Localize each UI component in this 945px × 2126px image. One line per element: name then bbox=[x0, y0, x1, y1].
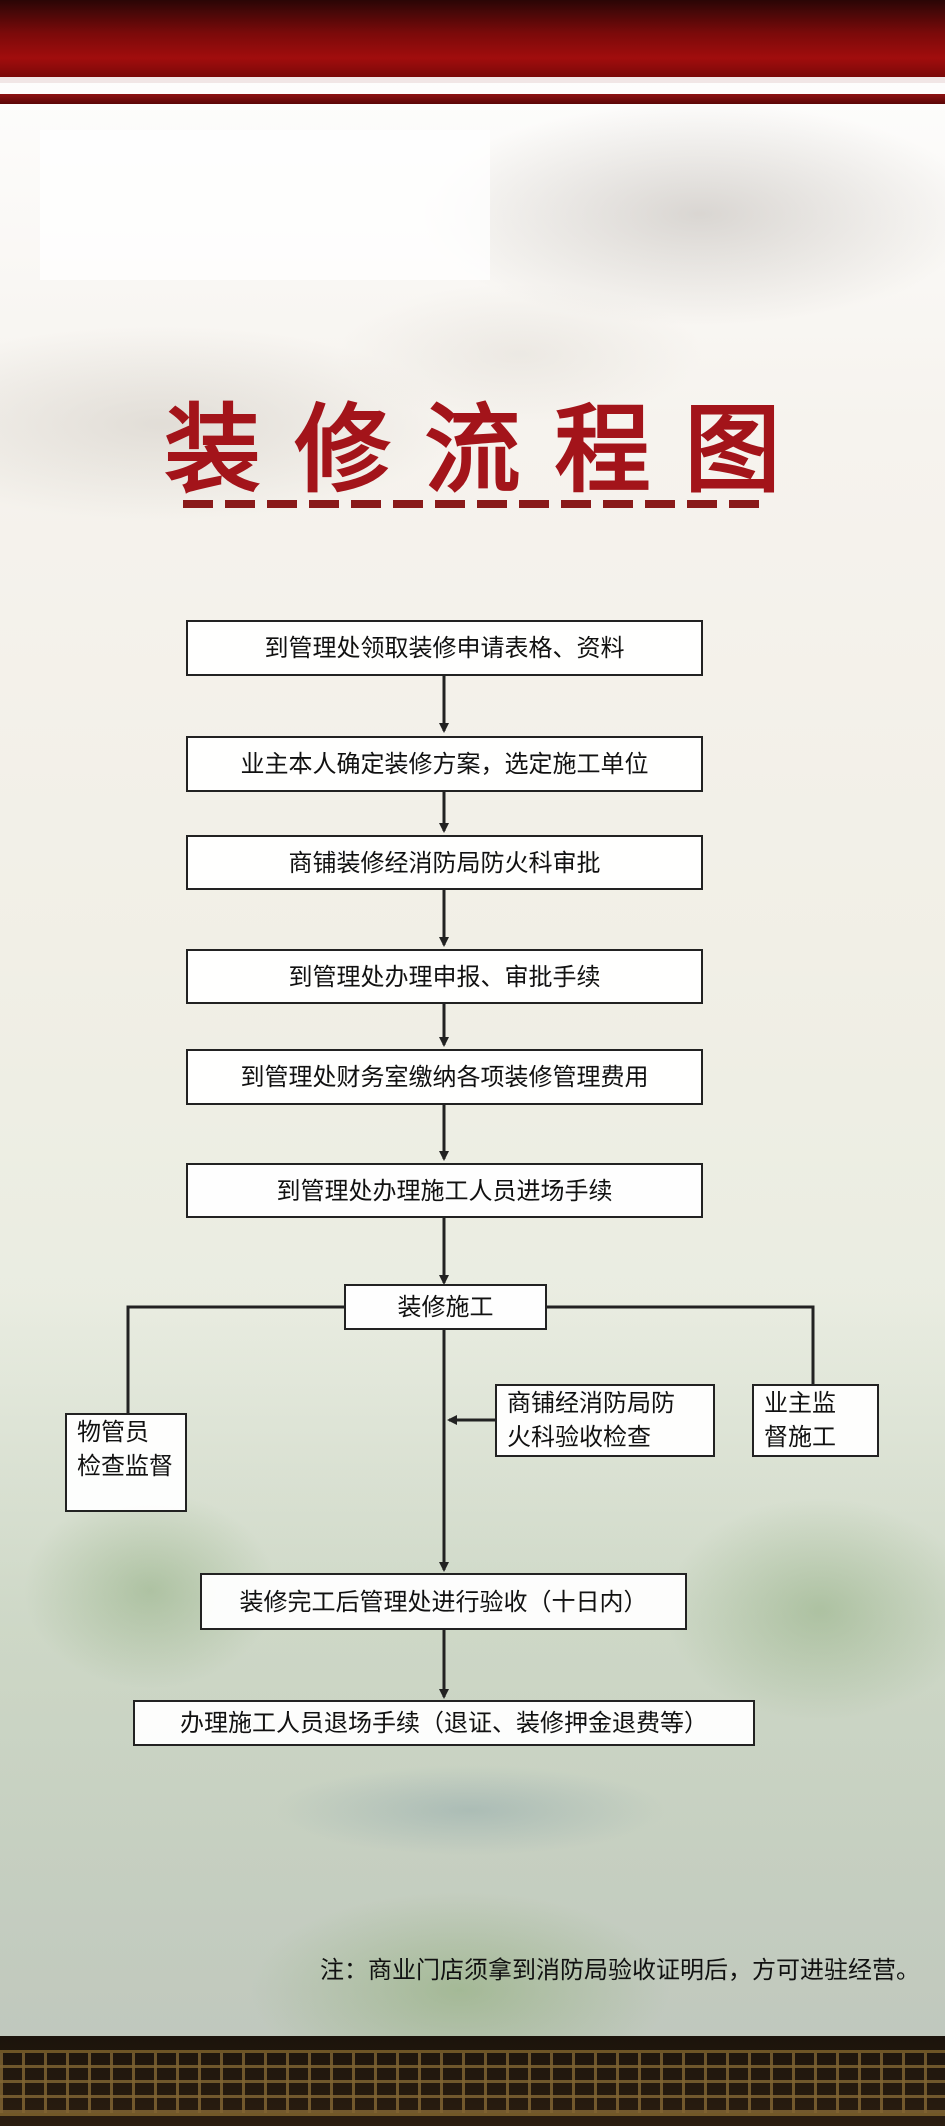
step-4-box: 到管理处办理申报、审批手续 bbox=[186, 949, 703, 1004]
footnote: 注：商业门店须拿到消防局验收证明后，方可进驻经营。 bbox=[320, 1956, 920, 1984]
construction-box: 装修施工 bbox=[344, 1284, 547, 1330]
top-banner bbox=[0, 0, 945, 83]
title-underline bbox=[183, 500, 763, 508]
exit-box: 办理施工人员退场手续（退证、装修押金退费等） bbox=[133, 1700, 755, 1746]
property-manager-box: 物管员 检查监督 bbox=[65, 1413, 187, 1512]
owner-supervise-line-2: 督施工 bbox=[764, 1423, 836, 1451]
bottom-border bbox=[0, 2036, 945, 2126]
fret-pattern bbox=[0, 2050, 945, 2116]
fire-inspection-box: 商铺经消防局防 火科验收检查 bbox=[495, 1384, 715, 1457]
owner-supervise-line-1: 业主监 bbox=[764, 1389, 836, 1417]
top-rule bbox=[0, 94, 945, 104]
branch-left bbox=[126, 1305, 344, 1413]
step-5-box: 到管理处财务室缴纳各项装修管理费用 bbox=[186, 1049, 703, 1105]
fire-inspection-line-2: 火科验收检查 bbox=[507, 1423, 651, 1451]
fire-inspection-line-1: 商铺经消防局防 bbox=[507, 1389, 675, 1417]
step-6-box: 到管理处办理施工人员进场手续 bbox=[186, 1163, 703, 1218]
completion-box: 装修完工后管理处进行验收（十日内） bbox=[200, 1573, 687, 1630]
blank-area bbox=[40, 130, 490, 280]
property-manager-line-1: 物管员 bbox=[77, 1418, 149, 1446]
branch-right bbox=[547, 1305, 815, 1384]
page-title: 装修流程图 bbox=[164, 394, 815, 506]
property-manager-line-2: 检查监督 bbox=[77, 1452, 173, 1480]
owner-supervise-box: 业主监 督施工 bbox=[752, 1384, 879, 1457]
step-1-box: 到管理处领取装修申请表格、资料 bbox=[186, 620, 703, 676]
step-3-box: 商铺装修经消防局防火科审批 bbox=[186, 835, 703, 890]
step-2-box: 业主本人确定装修方案，选定施工单位 bbox=[186, 736, 703, 792]
